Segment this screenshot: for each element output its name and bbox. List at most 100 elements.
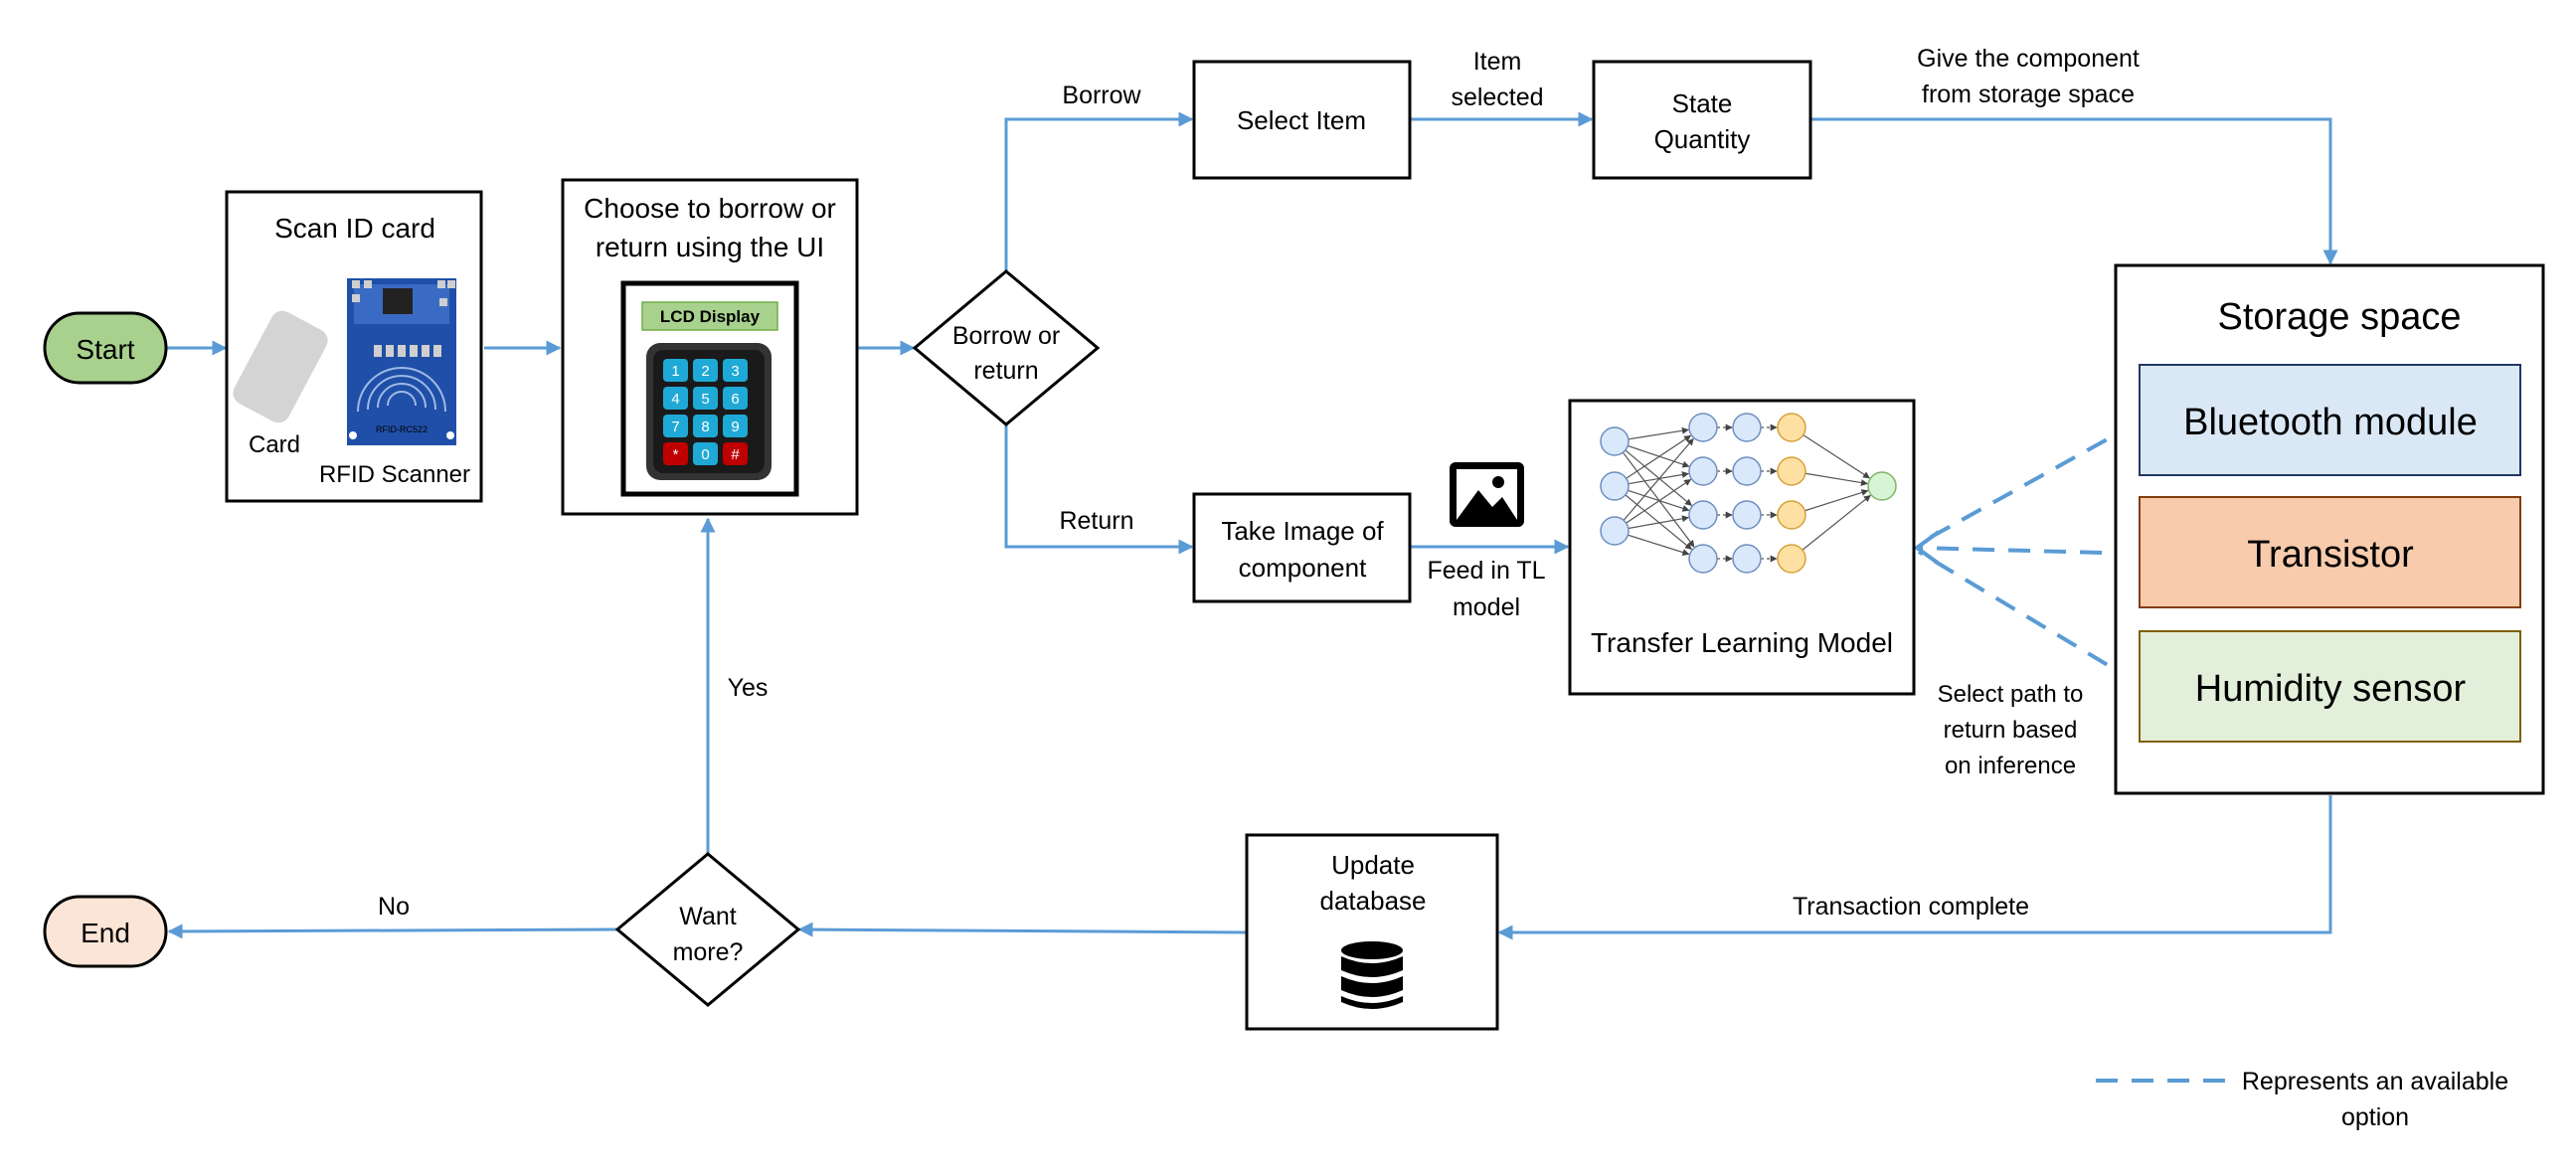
end-terminal: End — [43, 895, 168, 968]
take-image-box: Take Image of component — [1192, 492, 1412, 603]
nn-node — [1688, 413, 1718, 442]
edge-label-select-path-1: Select path to — [1938, 681, 2084, 708]
keypad-key: 7 — [663, 415, 688, 437]
scanner-chip-text: RFID-RC522 — [376, 424, 428, 434]
arrow-decision-no-to-end — [167, 923, 619, 939]
nn-node — [1777, 456, 1806, 486]
scan-id-card-box: Scan ID card Card — [225, 190, 483, 503]
nn-node — [1600, 516, 1630, 546]
dash-transistor-to-model — [1918, 546, 2139, 556]
storage-title: Storage space — [2217, 296, 2461, 338]
lcd-display-label: LCD Display — [660, 307, 761, 326]
edge-label-transaction-complete: Transaction complete — [1793, 893, 2029, 921]
edge-label-no: No — [378, 893, 410, 921]
edge-label-select-path-2: return based — [1944, 717, 2078, 744]
keypad-key-label: # — [731, 446, 740, 463]
keypad-key-label: 8 — [701, 419, 709, 435]
arrow-return-branch — [1004, 424, 1194, 555]
state-quantity-box: State Quantity — [1592, 60, 1812, 180]
dash-humidity-to-model — [1917, 550, 2140, 685]
rfid-scanner-image: RFID-RC522 — [347, 278, 456, 445]
keypad-key-label: 9 — [731, 419, 739, 435]
start-label: Start — [76, 334, 134, 365]
arrow-quantity-to-storage — [1811, 117, 2338, 265]
choose-title-line2: return using the UI — [596, 232, 824, 262]
keypad-key: 8 — [693, 415, 718, 437]
arrow-borrow-branch — [1004, 111, 1194, 271]
edge-label-give-1: Give the component — [1917, 45, 2140, 73]
keypad-key-label: 7 — [671, 419, 679, 435]
database-icon — [1341, 941, 1403, 1009]
keypad-key: 2 — [693, 359, 718, 382]
legend-line2: option — [2341, 1103, 2409, 1131]
update-db-line1: Update — [1331, 850, 1415, 880]
decision-borrow-line2: return — [973, 357, 1038, 385]
nn-node — [1777, 500, 1806, 530]
keypad-key: 4 — [663, 387, 688, 410]
keypad-key: 3 — [723, 359, 748, 382]
take-image-line1: Take Image of — [1221, 516, 1384, 546]
keypad-key: 6 — [723, 387, 748, 410]
arrow-database-to-decision — [797, 922, 1247, 937]
decision-more-line1: Want — [679, 903, 736, 930]
legend: Represents an available option — [2096, 1068, 2508, 1131]
edge-label-feed-1: Feed in TL — [1427, 557, 1545, 585]
keypad-key: 0 — [693, 442, 718, 465]
tl-model-label: Transfer Learning Model — [1591, 627, 1893, 658]
storage-item-transistor-label: Transistor — [2247, 534, 2414, 576]
edge-label-borrow: Borrow — [1062, 82, 1141, 109]
keypad-key-label: 0 — [701, 446, 709, 463]
rfid-scanner-label: RFID Scanner — [319, 461, 470, 488]
id-card-image — [233, 310, 328, 423]
choose-title-line1: Choose to borrow or — [584, 193, 836, 224]
keypad-key-label: 3 — [731, 363, 739, 380]
keypad-key: 9 — [723, 415, 748, 437]
nn-node — [1732, 500, 1762, 530]
nn-node — [1688, 544, 1718, 574]
nn-node — [1777, 413, 1806, 442]
image-icon — [1450, 462, 1524, 527]
nn-edges — [1622, 423, 1871, 563]
state-quantity-line1: State — [1672, 88, 1733, 118]
edge-label-give-2: from storage space — [1922, 81, 2135, 108]
select-item-box: Select Item — [1192, 60, 1412, 180]
keypad-key: 5 — [693, 387, 718, 410]
nn-node — [1600, 471, 1630, 501]
card-label: Card — [249, 431, 300, 458]
neural-network-icon — [1600, 413, 1897, 574]
update-db-line2: database — [1320, 886, 1427, 916]
nn-node — [1732, 456, 1762, 486]
option-dashed-lines — [1913, 420, 2140, 685]
lcd-display-bar — [641, 301, 778, 331]
keypad-key-label: 6 — [731, 391, 739, 408]
edge-label-feed-2: model — [1453, 593, 1520, 621]
keypad-key-label: 2 — [701, 363, 709, 380]
update-database-box: Update database — [1245, 833, 1499, 1031]
state-quantity-line2: Quantity — [1654, 124, 1751, 154]
select-item-label: Select Item — [1237, 105, 1366, 135]
flow-connectors — [166, 111, 2338, 940]
decision-borrow-or-return: Borrow or return — [912, 269, 1101, 426]
scan-title: Scan ID card — [274, 213, 435, 244]
keypad-key-label: * — [673, 446, 679, 463]
nn-node — [1688, 500, 1718, 530]
nn-node — [1867, 471, 1897, 501]
decision-borrow-line1: Borrow or — [952, 322, 1060, 350]
arrow-storage-to-database — [1497, 795, 2332, 940]
storage-item-humidity: Humidity sensor — [2139, 630, 2521, 743]
decision-want-more: Want more? — [614, 852, 801, 1007]
keypad-key-label: 1 — [671, 363, 679, 380]
edge-label-yes: Yes — [728, 674, 769, 702]
transfer-learning-model-box: Transfer Learning Model — [1568, 399, 1916, 696]
nn-node — [1688, 456, 1718, 486]
keypad-key-label: 4 — [671, 391, 679, 408]
storage-item-humidity-label: Humidity sensor — [2195, 668, 2467, 710]
keypad-key: * — [663, 442, 688, 465]
take-image-line2: component — [1239, 553, 1367, 583]
nn-node — [1777, 544, 1806, 574]
keypad-key: 1 — [663, 359, 688, 382]
storage-item-bluetooth-label: Bluetooth module — [2183, 402, 2478, 443]
keypad-key: # — [723, 442, 748, 465]
